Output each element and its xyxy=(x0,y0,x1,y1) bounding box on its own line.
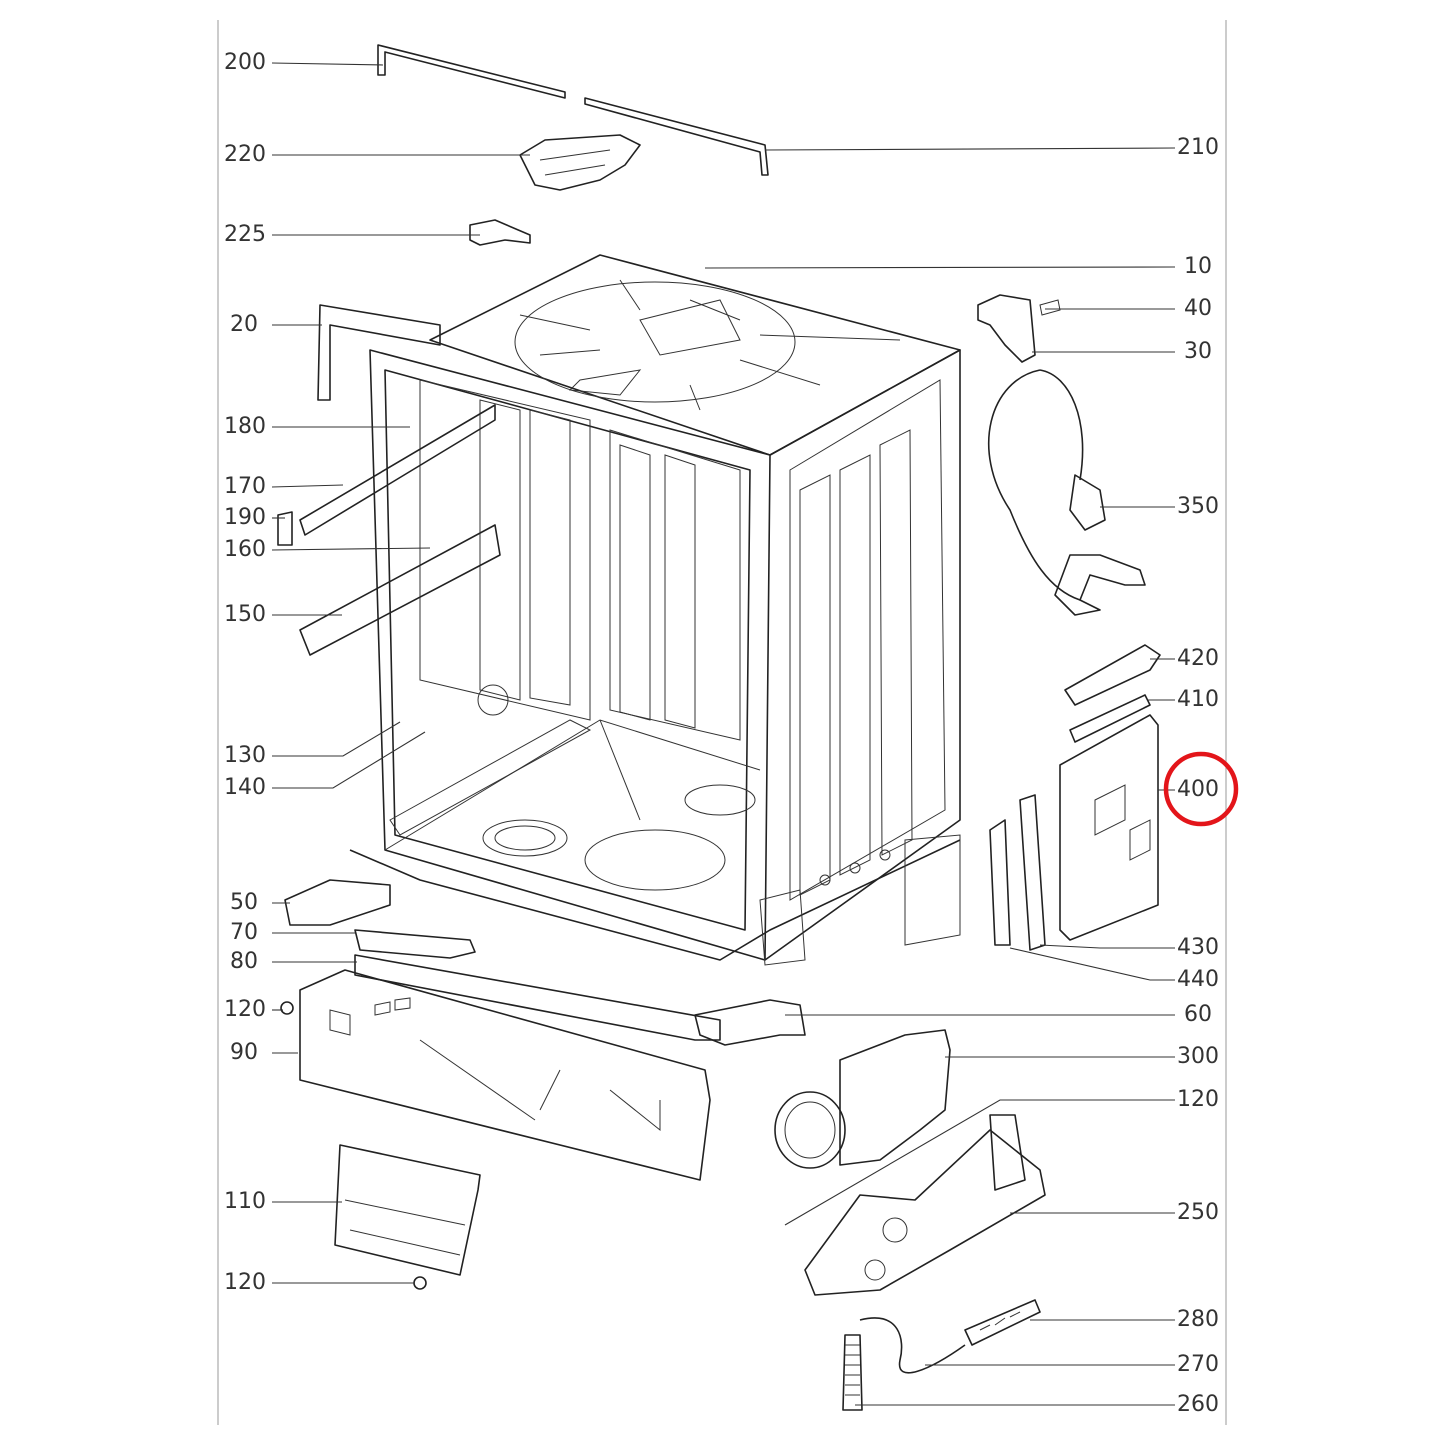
highlight-circle xyxy=(1163,751,1239,827)
sensor-270 xyxy=(859,1317,966,1374)
label-150: 150 xyxy=(224,602,266,627)
part-40-30 xyxy=(977,294,1061,363)
label-350: 350 xyxy=(1177,494,1219,519)
cable-350 xyxy=(987,369,1146,616)
label-280: 280 xyxy=(1177,1307,1219,1332)
seal-20 xyxy=(317,304,441,401)
part-50 xyxy=(284,879,391,926)
label-410: 410 xyxy=(1177,687,1219,712)
label-260: 260 xyxy=(1177,1392,1219,1417)
label-420: 420 xyxy=(1177,646,1219,671)
label-400: 400 xyxy=(1177,777,1219,802)
dispenser-220 xyxy=(519,134,641,191)
label-130: 130 xyxy=(224,743,266,768)
part-420 xyxy=(1064,644,1161,706)
label-50: 50 xyxy=(230,890,258,915)
label-440: 440 xyxy=(1177,967,1219,992)
top-rail-210 xyxy=(584,97,769,176)
label-60: 60 xyxy=(1184,1002,1212,1027)
base-plate-90 xyxy=(299,969,711,1181)
base-250 xyxy=(804,1114,1046,1296)
label-10: 10 xyxy=(1184,254,1212,279)
label-40: 40 xyxy=(1184,296,1212,321)
rail-80 xyxy=(354,954,721,1041)
rail-150 xyxy=(299,524,501,656)
part-60 xyxy=(694,999,806,1046)
label-220: 220 xyxy=(224,142,266,167)
heater-280 xyxy=(964,1299,1041,1346)
label-30: 30 xyxy=(1184,339,1212,364)
label-270: 270 xyxy=(1177,1352,1219,1377)
control-board-400 xyxy=(1059,714,1159,941)
screw-120-left xyxy=(280,1001,294,1015)
label-70: 70 xyxy=(230,920,258,945)
label-200: 200 xyxy=(224,50,266,75)
rail-170 xyxy=(299,404,496,536)
label-170: 170 xyxy=(224,474,266,499)
label-20: 20 xyxy=(230,312,258,337)
label-300: 300 xyxy=(1177,1044,1219,1069)
label-180: 180 xyxy=(224,414,266,439)
label-120-bottom: 120 xyxy=(224,1270,266,1295)
pump-300 xyxy=(774,1029,951,1169)
part-260 xyxy=(842,1334,863,1411)
label-225: 225 xyxy=(224,222,266,247)
label-90: 90 xyxy=(230,1040,258,1065)
label-160: 160 xyxy=(224,537,266,562)
screw-120-bottom xyxy=(413,1276,427,1290)
label-120-right: 120 xyxy=(1177,1087,1219,1112)
label-110: 110 xyxy=(224,1189,266,1214)
part-440 xyxy=(1019,794,1046,951)
part-430 xyxy=(989,819,1011,946)
part-410 xyxy=(1069,694,1151,743)
label-190: 190 xyxy=(224,505,266,530)
label-140: 140 xyxy=(224,775,266,800)
leaders-left xyxy=(271,62,530,1284)
cover-110 xyxy=(334,1144,481,1276)
leaders-right xyxy=(704,147,1176,1406)
label-80: 80 xyxy=(230,949,258,974)
tub-part xyxy=(349,254,961,966)
label-120-left: 120 xyxy=(224,997,266,1022)
top-rail-200 xyxy=(377,44,566,99)
label-210: 210 xyxy=(1177,135,1219,160)
part-70 xyxy=(354,929,476,959)
small-part-190 xyxy=(277,511,293,546)
bracket-225 xyxy=(469,219,531,246)
label-430: 430 xyxy=(1177,935,1219,960)
label-250: 250 xyxy=(1177,1200,1219,1225)
